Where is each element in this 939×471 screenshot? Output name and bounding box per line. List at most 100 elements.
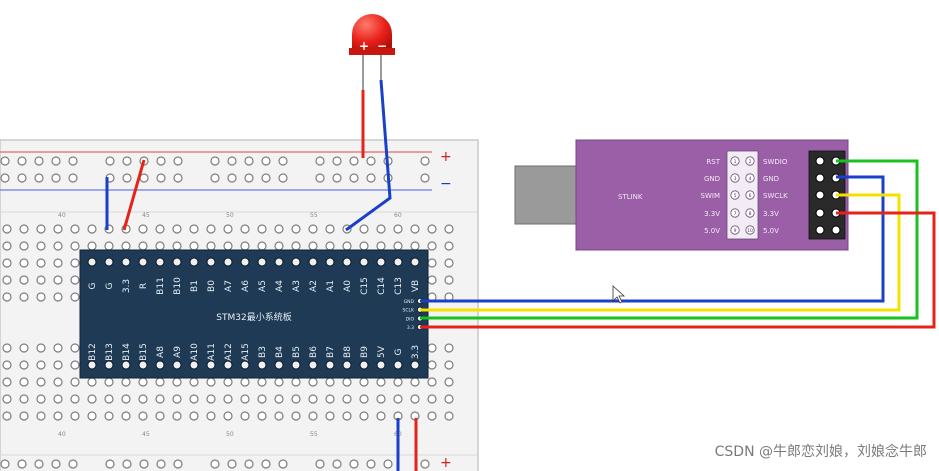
stm32-pin (257, 360, 267, 370)
breadboard-hole (17, 459, 27, 469)
breadboard-hole (291, 224, 301, 234)
stm32-side-pin-label: SCLK (403, 308, 416, 314)
stm32-pin-label: A0 (343, 280, 353, 292)
breadboard-hole (427, 360, 437, 370)
breadboard-hole (53, 241, 63, 251)
breadboard-hole (2, 394, 12, 404)
stm32-pin (308, 257, 318, 267)
breadboard-hole (444, 241, 454, 251)
stlink-left-label: RST (706, 158, 720, 166)
stlink-pin-number: 10 (747, 228, 753, 234)
stm32-pin (223, 257, 233, 267)
breadboard-hole (383, 459, 393, 469)
stm32-pin (410, 360, 420, 370)
breadboard-hole (257, 241, 267, 251)
stm32-pin-label: B1 (190, 280, 200, 292)
stm32-pin (138, 257, 148, 267)
breadboard-hole (278, 459, 288, 469)
breadboard-hole (172, 241, 182, 251)
breadboard-hole (227, 459, 237, 469)
breadboard-hole (444, 275, 454, 285)
breadboard-hole (19, 258, 29, 268)
breadboard-hole (138, 411, 148, 421)
stm32-pin-label: A2 (309, 280, 319, 292)
red-wire-3v3 (122, 159, 146, 231)
breadboard-hole (278, 156, 288, 166)
wires (105, 79, 936, 471)
breadboard-hole (122, 173, 132, 183)
breadboard-hole (315, 173, 325, 183)
stlink-pin-number: 1 (734, 159, 737, 165)
stlink-pin-number: 3 (734, 176, 737, 182)
breadboard-hole (274, 411, 284, 421)
stm32-pin-label: B13 (105, 343, 115, 361)
stlink-header-pin (815, 173, 825, 183)
breadboard-hole (36, 224, 46, 234)
breadboard-hole (172, 377, 182, 387)
stm32-pin-label: C13 (394, 277, 404, 295)
breadboard-hole (359, 411, 369, 421)
column-number: 50 (226, 431, 234, 438)
breadboard-hole (376, 394, 386, 404)
breadboard-hole (444, 394, 454, 404)
breadboard-hole (206, 241, 216, 251)
breadboard-hole (51, 173, 61, 183)
stm32-pin-label: G (105, 282, 115, 289)
stlink-left-label: GND (704, 175, 720, 183)
breadboard-hole (274, 241, 284, 251)
stm32-pin-label: 3.3 (411, 345, 421, 359)
breadboard-hole (173, 156, 183, 166)
stm32-pin-label: A4 (275, 280, 285, 292)
stlink-right-label: 5.0V (763, 227, 779, 235)
breadboard-hole (70, 394, 80, 404)
breadboard-hole (121, 394, 131, 404)
stlink-header-pin (815, 208, 825, 218)
breadboard-hole (393, 241, 403, 251)
breadboard-hole (19, 360, 29, 370)
stm32-pin-label: B10 (173, 277, 183, 295)
breadboard-hole (138, 224, 148, 234)
stlink-pin-number-circle (745, 190, 755, 200)
breadboard-hole (240, 241, 250, 251)
breadboard-hole (420, 156, 430, 166)
breadboard-hole (68, 459, 78, 469)
breadboard-hole (376, 241, 386, 251)
breadboard-hole (210, 156, 220, 166)
stm32-pin-label: A10 (190, 343, 200, 361)
stm32-pin (189, 257, 199, 267)
stm32-pin (240, 257, 250, 267)
usb-connector (514, 165, 580, 225)
stm32-pin (155, 257, 165, 267)
breadboard-hole (206, 224, 216, 234)
breadboard-hole (105, 156, 115, 166)
stm32-pin (172, 360, 182, 370)
breadboard-hole (172, 224, 182, 234)
stlink-header-pin (831, 225, 841, 235)
breadboard-hole (349, 459, 359, 469)
breadboard-hole (34, 459, 44, 469)
stlink-pin-number-circle (745, 225, 755, 235)
breadboard-hole (210, 173, 220, 183)
stm32-pin (138, 360, 148, 370)
stlink-pin-number-circle (730, 208, 740, 218)
breadboard-hole (366, 459, 376, 469)
breadboard-hole (291, 411, 301, 421)
stm32-pin (325, 257, 335, 267)
stm32-pin (155, 360, 165, 370)
stm32-pin (189, 360, 199, 370)
breadboard-hole (325, 377, 335, 387)
stm32-pin-label: C15 (360, 277, 370, 295)
breadboard-hole (315, 156, 325, 166)
breadboard-hole (70, 360, 80, 370)
breadboard-hole (206, 411, 216, 421)
led: + − (349, 14, 395, 90)
breadboard-hole (2, 411, 12, 421)
green-wire-swdio (420, 159, 919, 320)
breadboard-hole (104, 394, 114, 404)
breadboard-hole (70, 241, 80, 251)
breadboard-hole (223, 224, 233, 234)
stm32-pin (87, 360, 97, 370)
breadboard-hole (36, 275, 46, 285)
